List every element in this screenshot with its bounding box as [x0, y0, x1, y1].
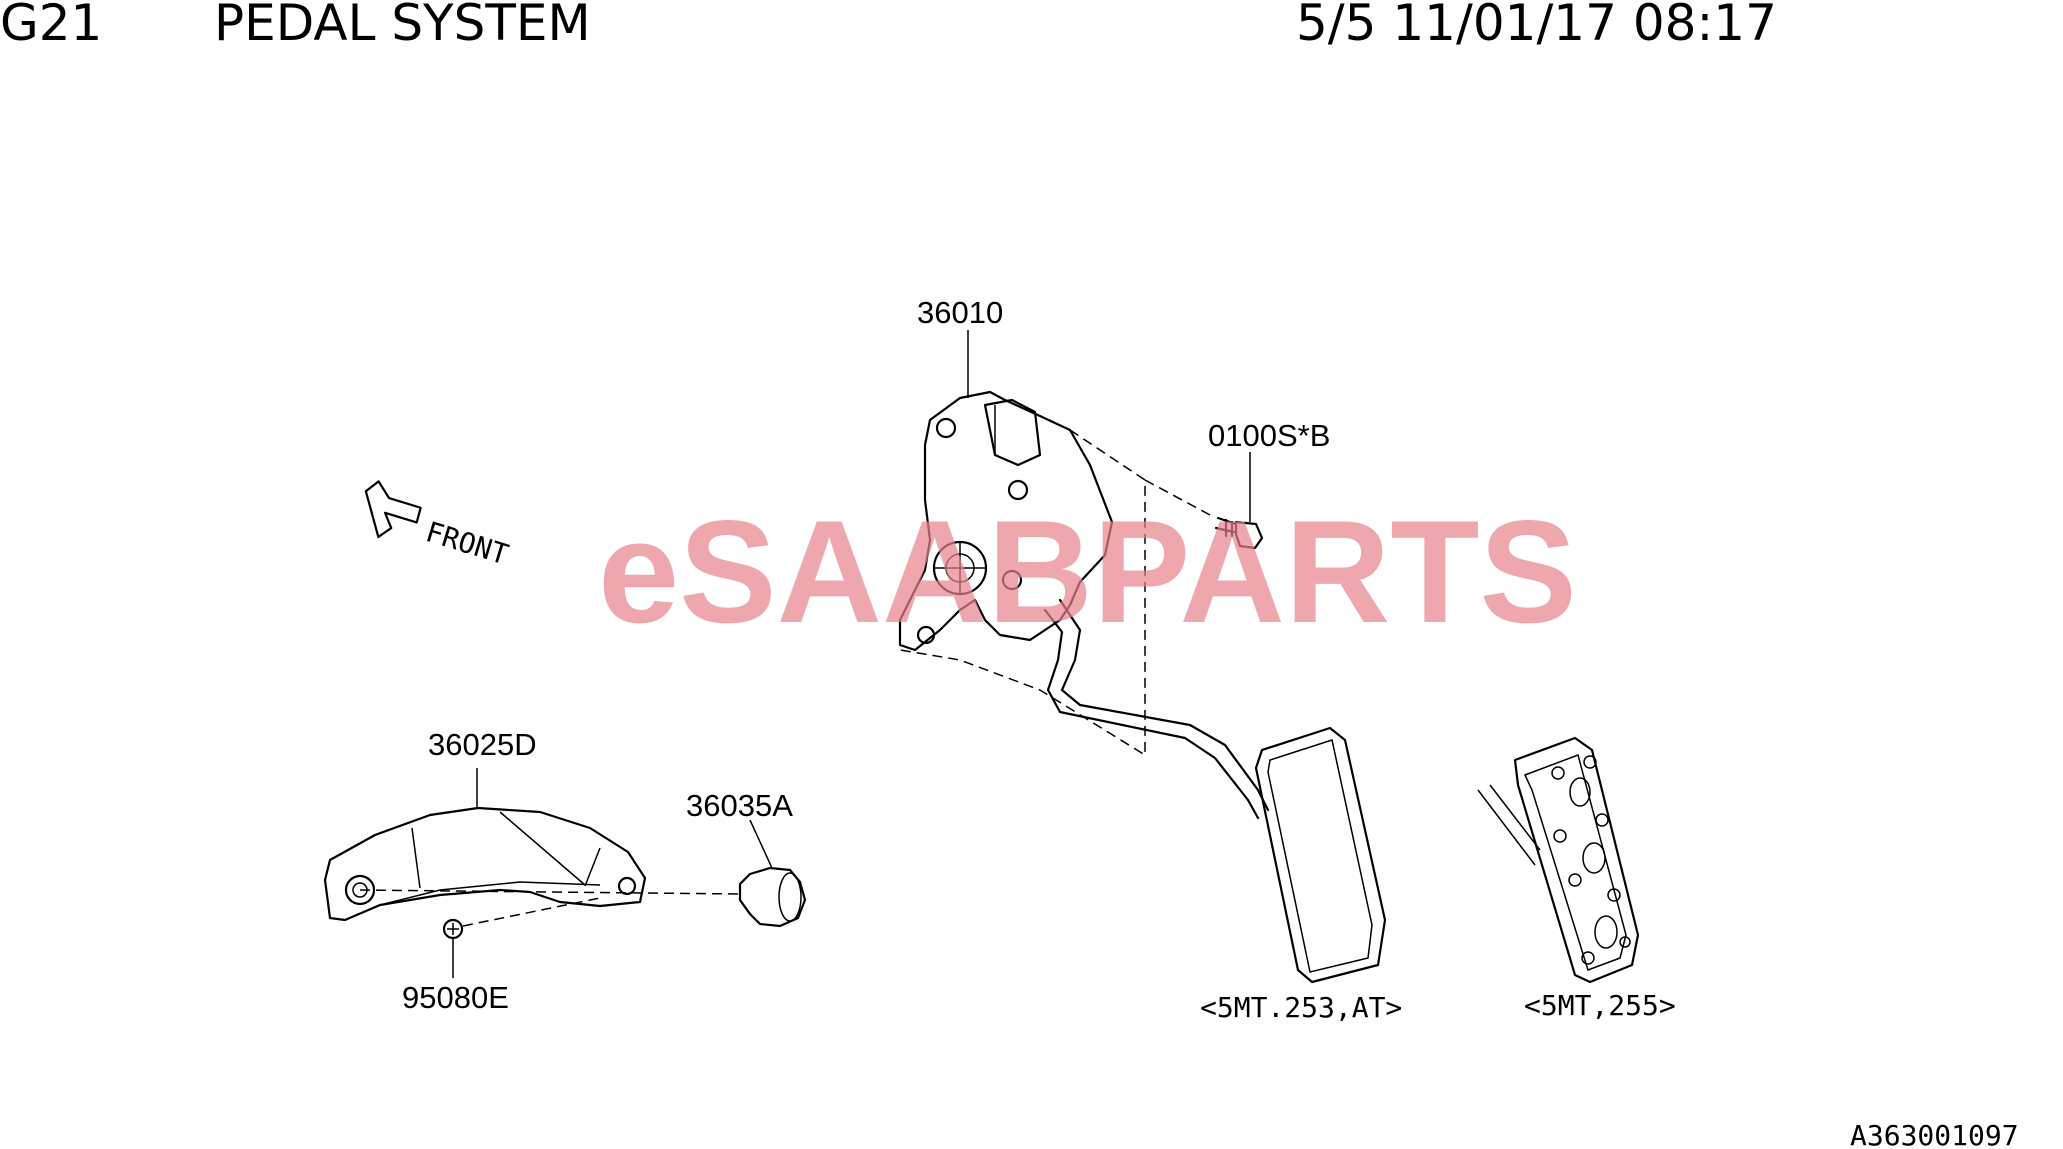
watermark-logo: eSAABPARTS	[598, 490, 1577, 653]
part-label-95080e: 95080E	[402, 980, 509, 1015]
figure-id: A363001097	[1850, 1119, 2019, 1149]
screw-95080e	[442, 918, 464, 940]
connector-line	[462, 897, 601, 927]
part-label-0100sb: 0100S*B	[1208, 418, 1330, 453]
bolt-0100sb	[1214, 516, 1264, 550]
diagram-code: G21	[0, 0, 102, 52]
leader-line	[749, 819, 773, 869]
page-datetime: 5/5 11/01/17 08:17	[1296, 0, 1777, 52]
part-label-36025d: 36025D	[428, 727, 537, 762]
stopper-36035a	[738, 866, 807, 928]
diagram-title: PEDAL SYSTEM	[214, 0, 591, 52]
pedal-pad-5mt255	[1477, 736, 1640, 984]
part-label-36035a: 36035A	[686, 788, 793, 823]
variant-label-5mt253-at: <5MT.253,AT>	[1200, 991, 1402, 1024]
front-label: FRONT	[422, 515, 512, 571]
part-label-36010: 36010	[917, 295, 1003, 330]
connector-line	[359, 889, 741, 895]
bracket-36025d	[323, 806, 647, 922]
variant-label-5mt255: <5MT,255>	[1524, 989, 1676, 1022]
front-arrow-icon	[364, 480, 422, 539]
accelerator-pedal-assembly	[898, 390, 1270, 820]
pedal-pad-5mt253-at	[1254, 726, 1387, 984]
